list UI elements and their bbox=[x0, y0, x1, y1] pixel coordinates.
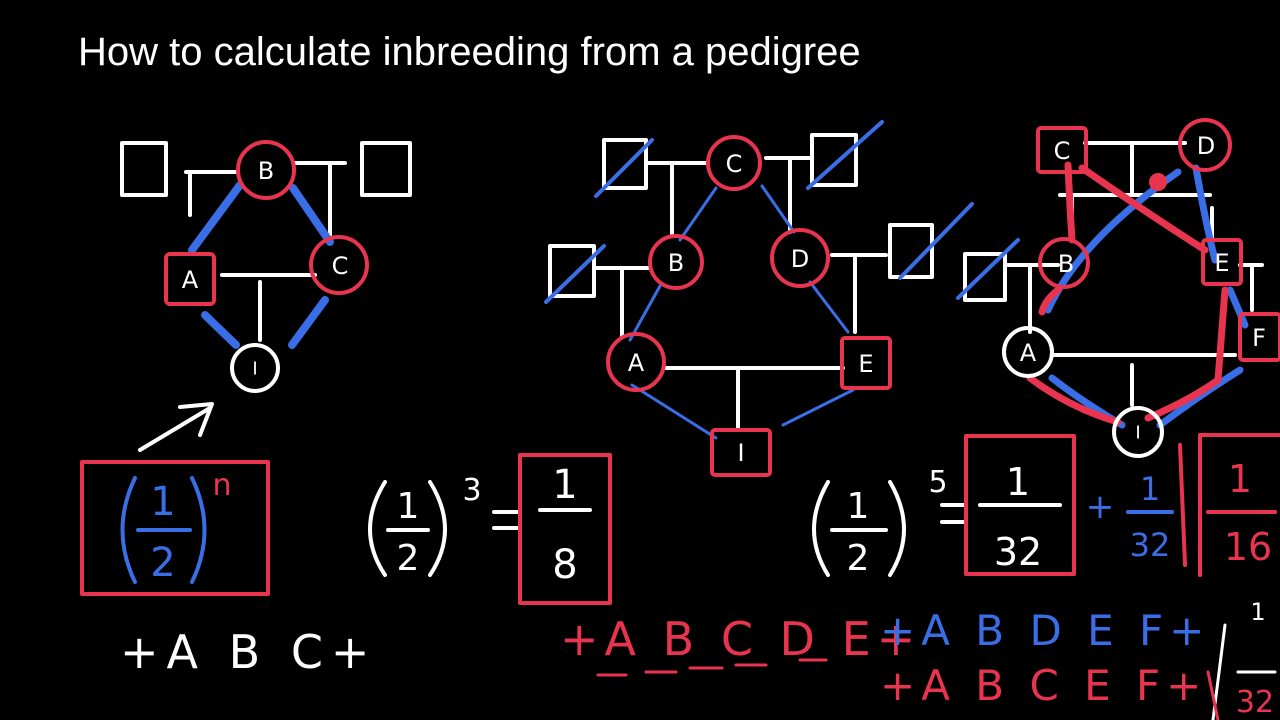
pedigree-3-lines bbox=[963, 141, 1264, 407]
p3-node-b: B bbox=[1058, 250, 1074, 278]
pedigree-3-nodes bbox=[1036, 118, 1280, 362]
p2-formula-num: 1 bbox=[397, 486, 420, 527]
p1-formula-den: 2 bbox=[150, 540, 175, 586]
formula-2-strokes bbox=[368, 480, 592, 577]
formula-paren bbox=[120, 476, 207, 584]
p3-formula-exp: 5 bbox=[928, 465, 947, 500]
p3-t1-num: 1 bbox=[1006, 460, 1030, 504]
pedigree-1 bbox=[80, 140, 412, 596]
p3-t2-den: 32 bbox=[1130, 526, 1171, 564]
p3-t3-num: 1 bbox=[1228, 457, 1252, 501]
p3-node-e: E bbox=[1214, 249, 1229, 277]
path-2-underlines bbox=[596, 658, 828, 677]
pedigree-3-crosses bbox=[956, 238, 1020, 300]
formula-box bbox=[80, 460, 270, 596]
pedigree-3-blue-path bbox=[1044, 164, 1249, 429]
formula-3-red bbox=[1178, 433, 1280, 577]
p3-t4-num: 1 bbox=[1250, 598, 1265, 626]
p2-node-a: A bbox=[628, 349, 645, 377]
p1-node-a: A bbox=[182, 266, 199, 294]
p1-formula-num: 1 bbox=[150, 479, 175, 525]
p3-node-f: F bbox=[1252, 324, 1266, 352]
pedigree-2 bbox=[368, 120, 974, 605]
page-title: How to calculate inbreeding from a pedig… bbox=[78, 30, 861, 74]
p3-t2-num: 1 bbox=[1140, 470, 1160, 508]
p3-formula-num: 1 bbox=[847, 486, 870, 527]
p2-node-i: I bbox=[737, 439, 744, 467]
p1-path: +A B C+ bbox=[120, 625, 377, 679]
red-dot bbox=[1149, 173, 1167, 191]
result-box-2 bbox=[518, 453, 612, 605]
p1-node-c: C bbox=[332, 252, 349, 280]
p3-path-blue: +A B D E F+ bbox=[880, 606, 1210, 655]
pedigree-3-nodes-white bbox=[1002, 326, 1164, 458]
p2-node-e: E bbox=[858, 350, 873, 378]
p2-result-num: 1 bbox=[552, 462, 577, 508]
p2-formula-den: 2 bbox=[397, 538, 420, 579]
p3-t4-den: 32 bbox=[1236, 685, 1274, 720]
p3-path-red: +A B C E F+ bbox=[880, 661, 1207, 710]
result-box-3 bbox=[964, 434, 1076, 576]
pedigree-1-nodes bbox=[164, 140, 369, 306]
p3-node-c: C bbox=[1054, 137, 1071, 165]
p2-result-den: 8 bbox=[552, 542, 577, 588]
p2-node-c: C bbox=[726, 150, 743, 178]
p3-t3-den: 16 bbox=[1224, 525, 1272, 569]
formula-3-partial-red bbox=[1206, 670, 1220, 720]
p1-node-b: B bbox=[258, 157, 274, 185]
pedigree-1-lines bbox=[120, 141, 412, 393]
pointer-arrow bbox=[138, 402, 214, 452]
p3-plus-1: + bbox=[1086, 487, 1115, 527]
pedigree-2-lines bbox=[548, 133, 934, 432]
p2-path: +A B C D E+ bbox=[560, 612, 921, 666]
p2-node-d: D bbox=[791, 245, 809, 273]
pedigree-2-nodes bbox=[606, 135, 892, 477]
p2-node-b: B bbox=[668, 249, 684, 277]
pedigree-1-path bbox=[188, 181, 334, 349]
p3-formula-den: 2 bbox=[847, 538, 870, 579]
p2-formula-exp: 3 bbox=[462, 473, 481, 508]
pedigree-2-crosses bbox=[544, 120, 974, 304]
p3-node-d: D bbox=[1197, 132, 1215, 160]
p1-formula-exp: n bbox=[212, 468, 231, 503]
p1-node-i: I bbox=[252, 359, 257, 380]
pedigree-3 bbox=[812, 118, 1280, 720]
p3-t1-den: 32 bbox=[994, 530, 1042, 574]
p3-node-a: A bbox=[1020, 339, 1037, 367]
pedigree-3-red-path bbox=[1026, 161, 1229, 426]
pedigree-2-path bbox=[628, 184, 855, 440]
p3-node-i: I bbox=[1135, 423, 1140, 444]
formula-3-strokes bbox=[812, 480, 1062, 577]
